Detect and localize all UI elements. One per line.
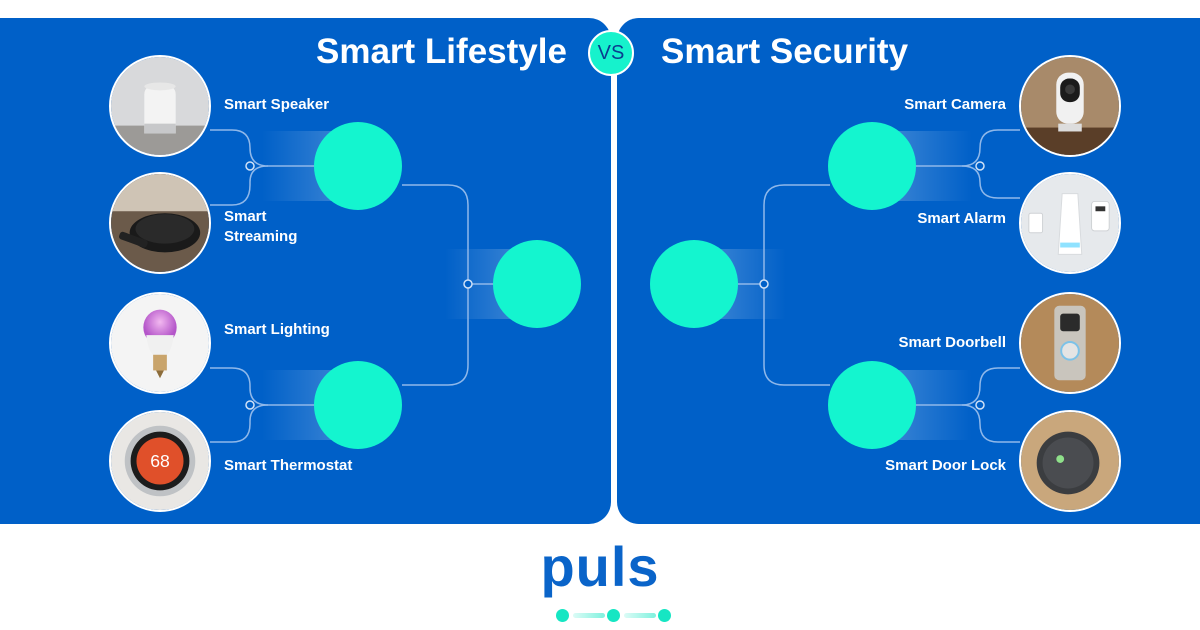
bracket-node — [828, 361, 916, 449]
label-smart-door-lock: Smart Door Lock — [885, 457, 1006, 474]
brand-logo: puls — [540, 535, 660, 598]
thermostat-display: 68 — [150, 451, 170, 471]
label-smart-camera: Smart Camera — [904, 96, 1006, 113]
security-camera-photo — [1019, 55, 1121, 157]
brand-dot — [556, 609, 569, 622]
smart-speaker-photo — [109, 55, 211, 157]
bracket-final-node — [493, 240, 581, 328]
streaming-device-photo — [109, 172, 211, 274]
right-title: Smart Security — [661, 32, 909, 71]
brand-dot — [607, 609, 620, 622]
vs-badge: VS — [588, 30, 634, 76]
brand-dash — [624, 613, 656, 618]
label-smart-alarm: Smart Alarm — [917, 210, 1006, 227]
video-doorbell-photo — [1019, 292, 1121, 394]
alarm-sensor-photo — [1019, 172, 1121, 274]
bracket-final-node — [650, 240, 738, 328]
brand-dots — [556, 609, 676, 623]
label-smart-doorbell: Smart Doorbell — [898, 334, 1006, 351]
brand-dot — [658, 609, 671, 622]
label-smart-streaming: Smart Streaming — [224, 208, 298, 245]
brand-dash — [573, 613, 605, 618]
label-smart-lighting: Smart Lighting — [224, 321, 330, 338]
thermostat-photo: 68 — [109, 410, 211, 512]
left-title: Smart Lifestyle — [316, 32, 567, 71]
label-smart-speaker: Smart Speaker — [224, 96, 330, 113]
bracket-node — [314, 361, 402, 449]
label-smart-thermostat: Smart Thermostat — [224, 457, 353, 474]
bracket-node — [314, 122, 402, 210]
bracket-node — [828, 122, 916, 210]
smart-bulb-photo — [109, 292, 211, 394]
smart-lock-photo — [1019, 410, 1121, 512]
